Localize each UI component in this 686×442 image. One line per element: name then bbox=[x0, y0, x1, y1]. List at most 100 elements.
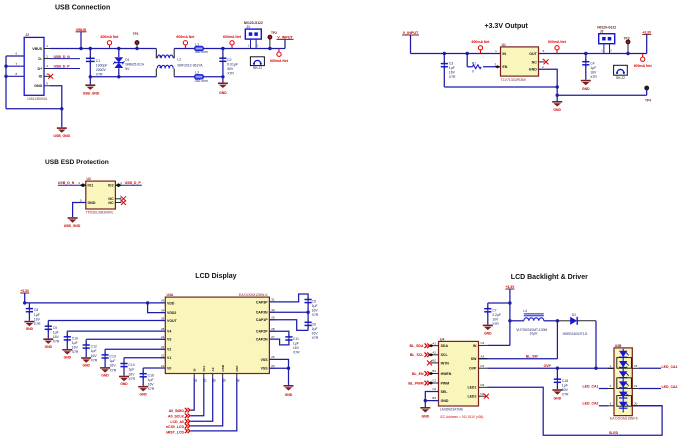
svg-text:21: 21 bbox=[161, 364, 165, 368]
svg-text:GND: GND bbox=[554, 397, 562, 401]
svg-text:VSS: VSS bbox=[261, 367, 269, 371]
svg-text:C10: C10 bbox=[72, 336, 78, 340]
svg-text:C8: C8 bbox=[34, 308, 38, 312]
svg-text:EA DOGM128W-6: EA DOGM128W-6 bbox=[239, 293, 268, 297]
svg-text:N0120-G122: N0120-G122 bbox=[597, 26, 616, 30]
svg-text:CAP2P: CAP2P bbox=[256, 330, 268, 334]
svg-text:IO1: IO1 bbox=[88, 184, 94, 188]
svg-text:GND: GND bbox=[441, 399, 449, 403]
svg-text:A3: A3 bbox=[481, 354, 485, 358]
svg-text:C2: C2 bbox=[432, 387, 436, 391]
svg-text:IO2: IO2 bbox=[108, 184, 114, 188]
svg-text:50V: 50V bbox=[562, 388, 569, 392]
svg-text:EA DOGM128W-6: EA DOGM128W-6 bbox=[610, 416, 638, 420]
svg-text:A2: A2 bbox=[432, 350, 436, 354]
svg-text:25: 25 bbox=[161, 316, 165, 320]
svg-text:2: 2 bbox=[610, 49, 612, 53]
svg-text:NSR0240V2T1G: NSR0240V2T1G bbox=[563, 332, 588, 336]
svg-text:600mA Net: 600mA Net bbox=[270, 59, 289, 63]
svg-text:LCD Display: LCD Display bbox=[195, 273, 236, 280]
svg-text:5V: 5V bbox=[125, 67, 130, 71]
svg-text:8: 8 bbox=[16, 72, 18, 76]
svg-text:X7R: X7R bbox=[128, 377, 135, 381]
svg-text:USB_D_P: USB_D_P bbox=[125, 181, 142, 185]
svg-text:BL_PWM: BL_PWM bbox=[408, 381, 423, 385]
svg-text:1µF: 1µF bbox=[449, 66, 455, 70]
svg-text:1: 1 bbox=[46, 44, 48, 48]
svg-text:39: 39 bbox=[223, 379, 227, 383]
svg-text:1: 1 bbox=[610, 364, 612, 368]
svg-text:LED1: LED1 bbox=[467, 386, 476, 390]
svg-text:V1: V1 bbox=[167, 356, 171, 360]
svg-text:IN: IN bbox=[473, 344, 477, 348]
svg-text:GND: GND bbox=[582, 87, 590, 91]
svg-text:D1: D1 bbox=[125, 58, 129, 62]
svg-text:SCL: SCL bbox=[202, 365, 206, 371]
svg-text:31: 31 bbox=[271, 298, 275, 302]
svg-text:7: 7 bbox=[16, 62, 18, 66]
svg-text:27: 27 bbox=[271, 335, 275, 339]
svg-text:C9: C9 bbox=[53, 326, 57, 330]
svg-text:36: 36 bbox=[194, 379, 198, 383]
svg-text:TP1: TP1 bbox=[133, 32, 139, 36]
svg-text:HWEN: HWEN bbox=[441, 372, 452, 376]
svg-text:C3: C3 bbox=[449, 61, 453, 65]
svg-text:1: 1 bbox=[248, 44, 250, 48]
svg-text:5: 5 bbox=[46, 82, 48, 86]
svg-text:B1: B1 bbox=[432, 369, 436, 373]
svg-text:LM36923ATME: LM36923ATME bbox=[440, 408, 464, 412]
svg-text:1: 1 bbox=[495, 49, 497, 53]
svg-text:16V: 16V bbox=[312, 331, 319, 335]
svg-text:1µF: 1µF bbox=[72, 341, 78, 345]
svg-text:X7R: X7R bbox=[148, 387, 155, 391]
svg-text:VBUS: VBUS bbox=[32, 47, 43, 51]
svg-text:USB_D_P: USB_D_P bbox=[54, 65, 71, 69]
svg-text:10511350001: 10511350001 bbox=[27, 97, 48, 101]
svg-text:1µF: 1µF bbox=[590, 66, 596, 70]
svg-text:TLV71333PDBV: TLV71333PDBV bbox=[501, 78, 527, 82]
svg-text:TPD2EUSB30DRL: TPD2EUSB30DRL bbox=[86, 210, 114, 214]
svg-text:LCD Backlight & Driver: LCD Backlight & Driver bbox=[511, 274, 588, 281]
svg-text:C18: C18 bbox=[562, 379, 568, 383]
svg-text:GND: GND bbox=[45, 345, 53, 349]
svg-text:C3: C3 bbox=[481, 341, 485, 345]
svg-text:nRST_LCD: nRST_LCD bbox=[166, 430, 185, 434]
svg-text:LED_CA1: LED_CA1 bbox=[662, 365, 678, 369]
svg-text:GND: GND bbox=[120, 382, 128, 386]
svg-text:GND: GND bbox=[101, 374, 109, 378]
svg-text:C13: C13 bbox=[110, 355, 116, 359]
svg-text:X7R: X7R bbox=[96, 72, 103, 76]
svg-text:SH-J1: SH-J1 bbox=[253, 66, 262, 70]
svg-text:50V: 50V bbox=[227, 67, 234, 71]
svg-text:NC: NC bbox=[532, 60, 538, 64]
svg-text:VBUS: VBUS bbox=[76, 28, 87, 32]
svg-text:USB Connection: USB Connection bbox=[55, 4, 110, 11]
svg-text:1µF: 1µF bbox=[128, 368, 134, 372]
svg-text:3: 3 bbox=[78, 181, 80, 185]
svg-text:16V: 16V bbox=[72, 346, 79, 350]
svg-text:SDA: SDA bbox=[441, 344, 449, 348]
svg-text:2000V: 2000V bbox=[96, 68, 107, 72]
svg-text:C5: C5 bbox=[312, 300, 316, 304]
svg-text:C4: C4 bbox=[590, 61, 594, 65]
svg-text:USB_GND: USB_GND bbox=[54, 134, 71, 138]
svg-text:0.01µF: 0.01µF bbox=[227, 63, 238, 67]
svg-text:USB_GND: USB_GND bbox=[83, 92, 100, 96]
svg-text:X7R: X7R bbox=[562, 393, 569, 397]
svg-text:TP2: TP2 bbox=[271, 31, 277, 35]
svg-text:X7R: X7R bbox=[110, 368, 117, 372]
svg-text:GND: GND bbox=[484, 332, 492, 336]
svg-text:C6: C6 bbox=[312, 322, 316, 326]
svg-text:GND: GND bbox=[285, 393, 293, 397]
svg-text:2: 2 bbox=[542, 65, 544, 69]
svg-text:1µF: 1µF bbox=[293, 342, 299, 346]
svg-text:16V: 16V bbox=[53, 335, 60, 339]
svg-text:GND: GND bbox=[83, 364, 91, 368]
svg-text:16V: 16V bbox=[128, 372, 135, 376]
svg-text:VDD2: VDD2 bbox=[167, 311, 176, 315]
svg-text:N0120-G122: N0120-G122 bbox=[244, 21, 263, 25]
svg-text:16V: 16V bbox=[148, 383, 155, 387]
svg-text:16V: 16V bbox=[449, 70, 456, 74]
svg-text:V_INPUT: V_INPUT bbox=[277, 36, 293, 40]
svg-text:ID: ID bbox=[39, 75, 43, 79]
